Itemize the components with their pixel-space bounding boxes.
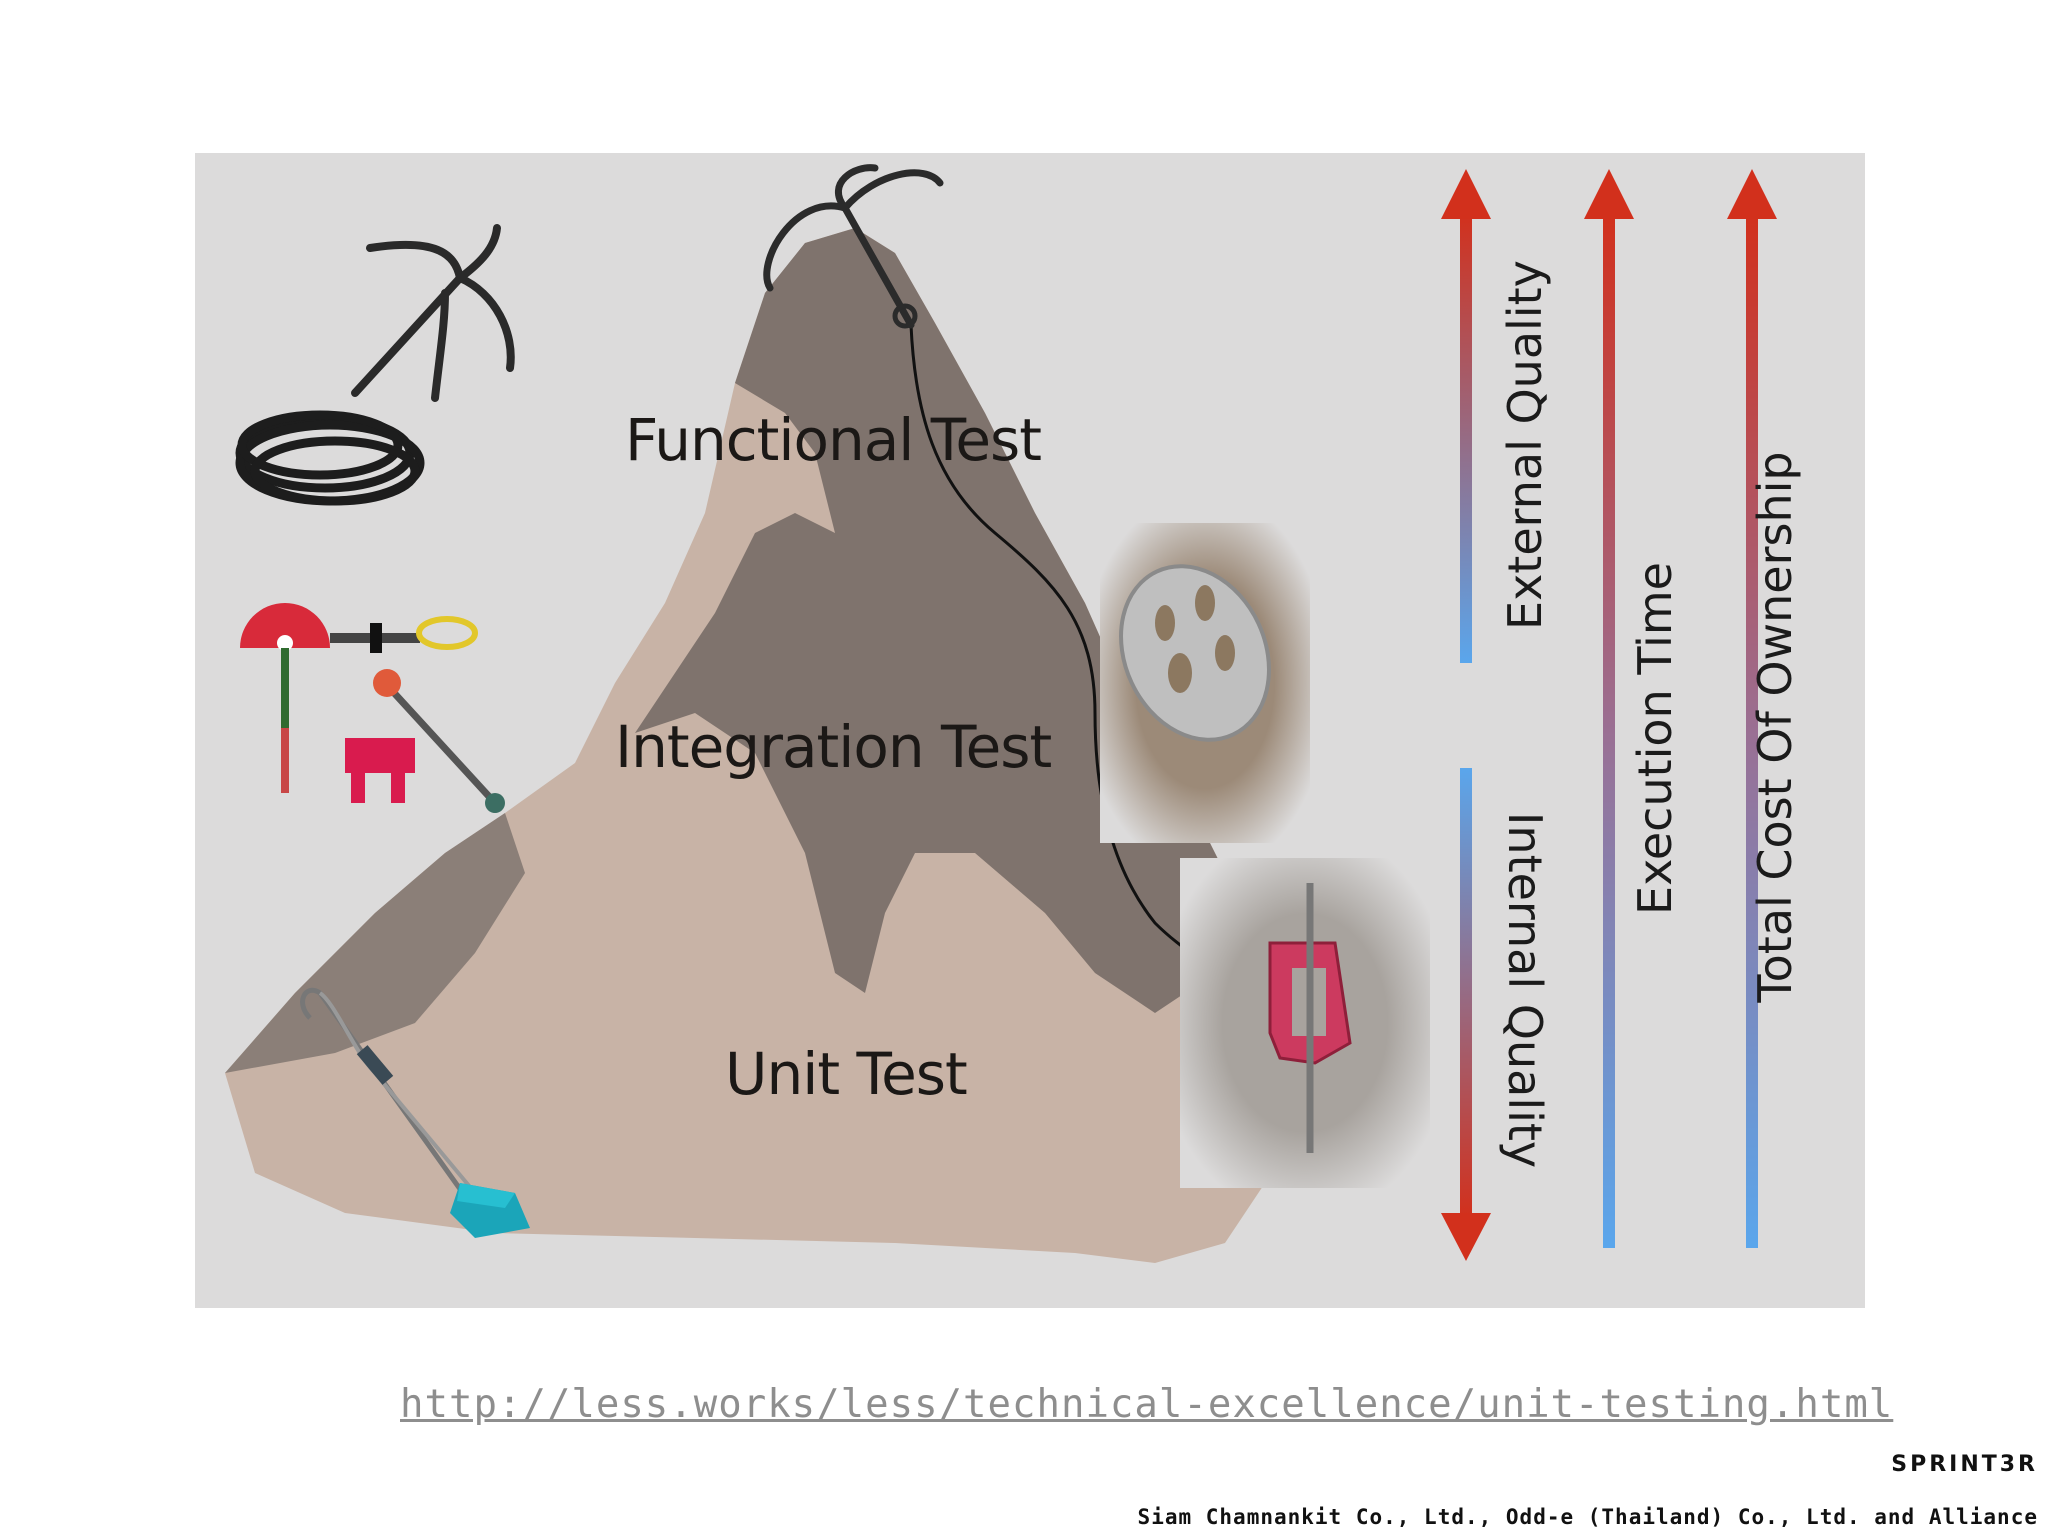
integration-test-label: Integration Test bbox=[615, 713, 1052, 781]
mountain-left-shadow bbox=[225, 813, 525, 1073]
internal-quality-arrow bbox=[1441, 768, 1491, 1261]
copyright-text: Siam Chamnankit Co., Ltd., Odd-e (Thaila… bbox=[1137, 1505, 2038, 1529]
brand-name: SPRINT3R bbox=[1891, 1452, 2038, 1477]
source-url-link[interactable]: http://less.works/less/technical-excelle… bbox=[400, 1382, 1894, 1427]
functional-test-label: Functional Test bbox=[625, 406, 1042, 474]
climbing-cam-icon bbox=[240, 603, 478, 793]
climbing-nut-icon bbox=[300, 988, 530, 1238]
internal-quality-label: Internal Quality bbox=[1498, 811, 1552, 1169]
total-cost-label: Total Cost Of Ownership bbox=[1748, 451, 1802, 1003]
mountain-shadow bbox=[635, 228, 1235, 1013]
external-quality-label: External Quality bbox=[1498, 260, 1552, 630]
unit-test-label: Unit Test bbox=[725, 1040, 968, 1108]
execution-time-arrow bbox=[1584, 169, 1634, 1248]
external-quality-arrow bbox=[1441, 169, 1491, 663]
execution-time-label: Execution Time bbox=[1628, 562, 1682, 915]
hex-nut-icon bbox=[1268, 883, 1352, 1153]
mountain-illustration bbox=[225, 164, 1777, 1263]
grappling-hook-icon bbox=[351, 224, 515, 402]
total-cost-arrow bbox=[1727, 169, 1777, 1248]
climbing-cam-icon bbox=[345, 669, 505, 813]
diagram-panel: Functional Test Integration Test Unit Te… bbox=[195, 153, 1865, 1308]
piton-icon bbox=[1119, 564, 1271, 742]
summit-hook-icon bbox=[763, 164, 944, 329]
rope-coil-icon bbox=[235, 410, 425, 506]
